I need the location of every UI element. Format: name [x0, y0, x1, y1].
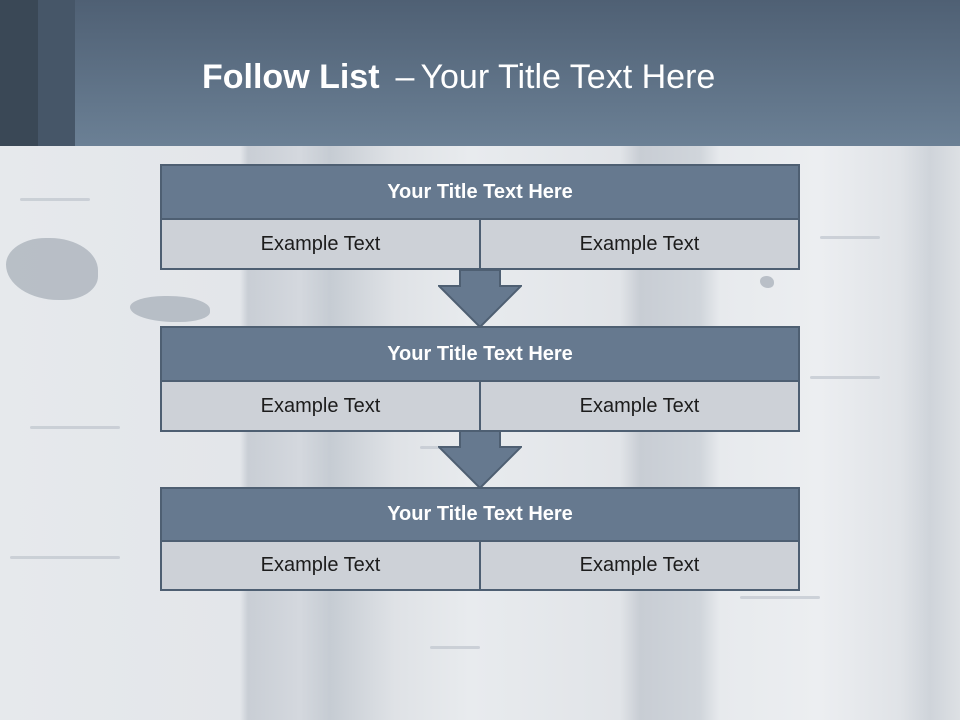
step-cell-left: Example Text: [160, 542, 481, 591]
bark-knot: [6, 238, 98, 300]
step-cell-left: Example Text: [160, 220, 481, 270]
down-arrow-icon: [438, 270, 522, 328]
slide-title-separator: –: [395, 58, 415, 96]
bark-line: [820, 236, 880, 239]
step-title: Your Title Text Here: [160, 164, 800, 220]
bark-knot: [760, 276, 774, 288]
flow-step-3: Your Title Text Here Example Text Exampl…: [160, 487, 800, 591]
step-cell-right: Example Text: [481, 382, 800, 432]
step-title: Your Title Text Here: [160, 326, 800, 382]
slide-title: Follow List–Your Title Text Here: [202, 52, 715, 102]
bark-line: [20, 198, 90, 201]
down-arrow-icon: [438, 431, 522, 489]
bark-knot: [130, 296, 210, 322]
bark-line: [740, 596, 820, 599]
step-cell-left: Example Text: [160, 382, 481, 432]
step-title: Your Title Text Here: [160, 487, 800, 542]
flow-step-2: Your Title Text Here Example Text Exampl…: [160, 326, 800, 432]
bark-line: [810, 376, 880, 379]
header-accent-mid: [38, 0, 75, 146]
bark-line: [10, 556, 120, 559]
flow-step-1: Your Title Text Here Example Text Exampl…: [160, 164, 800, 270]
step-cell-right: Example Text: [481, 542, 800, 591]
bark-line: [430, 646, 480, 649]
header-accent-dark: [0, 0, 38, 146]
step-cell-right: Example Text: [481, 220, 800, 270]
slide-title-rest: Your Title Text Here: [420, 58, 716, 96]
slide-title-bold: Follow List: [202, 58, 380, 96]
header-band: Follow List–Your Title Text Here: [0, 0, 960, 146]
bark-line: [30, 426, 120, 429]
